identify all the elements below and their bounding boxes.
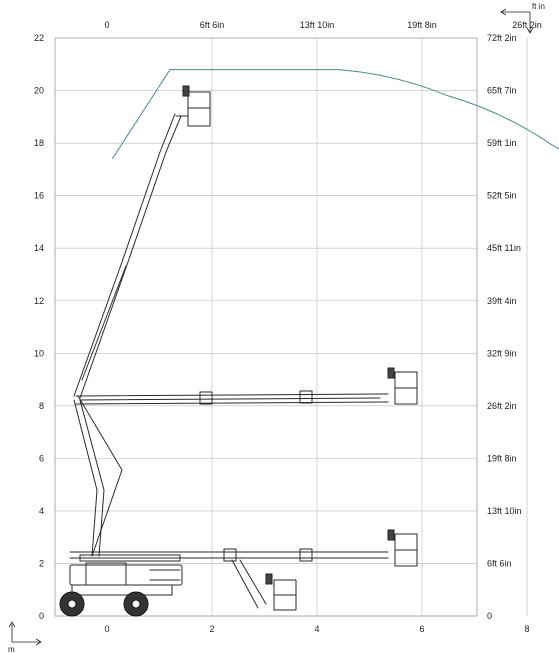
- x-tick-ft-1: 6ft 6in: [200, 20, 225, 30]
- y-tick-ft-8: 52ft 5in: [487, 191, 517, 201]
- y-tick-ft-5: 32ft 9in: [487, 348, 517, 358]
- y-tick-ft-0: 0: [487, 611, 492, 621]
- wheel-right: [123, 591, 149, 617]
- y-tick-ft-6: 39ft 4in: [487, 296, 517, 306]
- y-tick-m-8: 16: [34, 191, 44, 201]
- basket-mid: [387, 367, 418, 405]
- grid: [55, 38, 528, 616]
- boom-raised-upper: [73, 85, 211, 399]
- y-tick-m-11: 22: [34, 33, 44, 43]
- x-tick-m-2: 4: [314, 624, 319, 634]
- basket-low: [387, 529, 418, 567]
- metric-unit-label: m: [8, 645, 15, 653]
- lower-riser-booms: [73, 395, 123, 557]
- boom-horizontal-mid: [75, 367, 418, 405]
- boom-lift-machine: [59, 85, 418, 617]
- y-tick-ft-3: 19ft 8in: [487, 453, 517, 463]
- imperial-unit-indicator: ft in: [500, 2, 545, 34]
- y-tick-ft-2: 13ft 10in: [487, 506, 522, 516]
- chassis: [69, 554, 183, 596]
- y-tick-ft-10: 65ft 7in: [487, 86, 517, 96]
- y-axis-metric-ticks: 0 2 4 6 8 10 12 14 16 18 20 22: [34, 33, 44, 621]
- y-tick-m-10: 20: [34, 86, 44, 96]
- wheel-left: [59, 591, 85, 617]
- y-tick-ft-7: 45ft 11in: [487, 243, 521, 253]
- y-tick-ft-9: 59ft 1in: [487, 138, 517, 148]
- x-tick-ft-3: 19ft 8in: [407, 20, 437, 30]
- y-tick-m-2: 4: [39, 506, 44, 516]
- basket-upper: [175, 85, 211, 127]
- x-tick-m-1: 2: [209, 624, 214, 634]
- y-tick-ft-4: 26ft 2in: [487, 401, 517, 411]
- y-tick-m-1: 2: [39, 558, 44, 568]
- y-axis-imperial-ticks: 0 6ft 6in 13ft 10in 19ft 8in 26ft 2in 32ft 9i…: [487, 33, 522, 621]
- plot-frame: [54, 37, 478, 617]
- x-tick-m-3: 6: [419, 624, 424, 634]
- y-tick-m-9: 18: [34, 138, 44, 148]
- y-tick-ft-1: 6ft 6in: [487, 558, 512, 568]
- y-tick-m-3: 6: [39, 453, 44, 463]
- metric-unit-indicator: m: [8, 621, 42, 653]
- y-tick-m-6: 12: [34, 296, 44, 306]
- working-envelope-curve: [111, 69, 559, 160]
- x-tick-m-0: 0: [104, 624, 109, 634]
- basket-below: [265, 573, 297, 611]
- x-tick-ft-4: 26ft 2in: [512, 20, 542, 30]
- y-tick-m-0: 0: [39, 611, 44, 621]
- x-tick-ft-0: 0: [104, 20, 109, 30]
- x-tick-ft-2: 13ft 10in: [300, 20, 335, 30]
- y-tick-ft-11: 72ft 2in: [487, 33, 517, 43]
- x-tick-m-4: 8: [524, 624, 529, 634]
- imperial-unit-label: ft in: [532, 2, 545, 11]
- boom-jib-below: [231, 559, 297, 611]
- boom-horizontal-low: [69, 529, 418, 567]
- y-tick-m-5: 10: [34, 348, 44, 358]
- y-tick-m-4: 8: [39, 401, 44, 411]
- y-tick-m-7: 14: [34, 243, 44, 253]
